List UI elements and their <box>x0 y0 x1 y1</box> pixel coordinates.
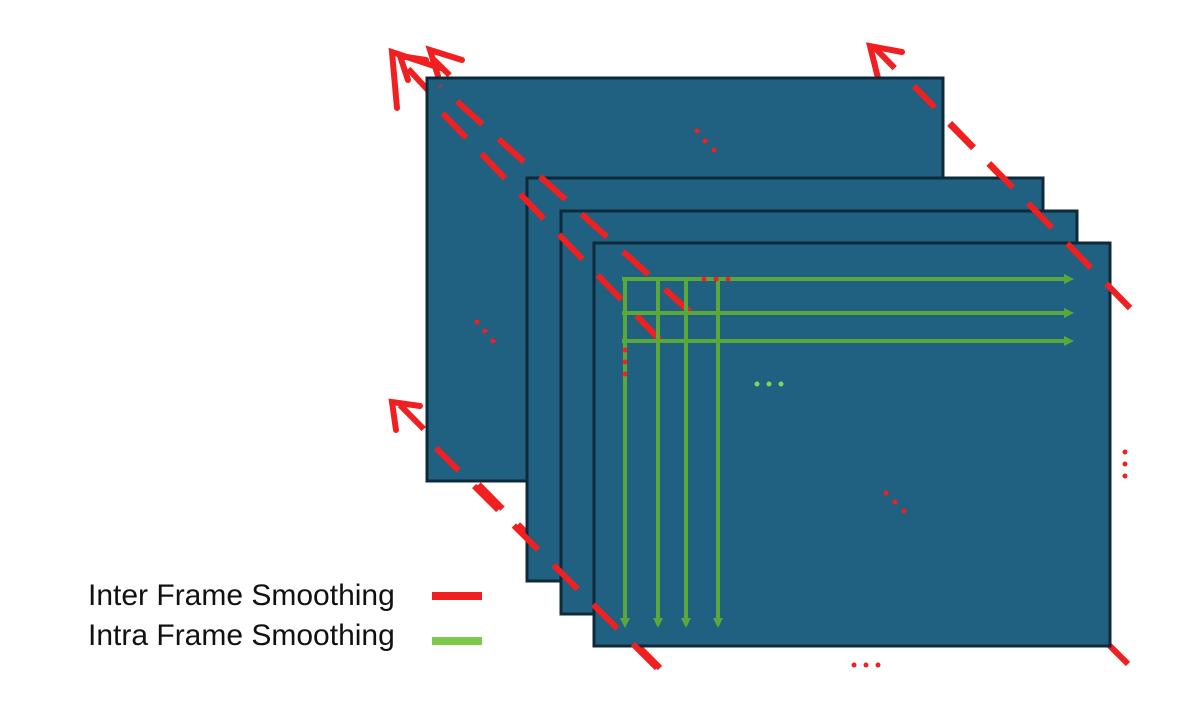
inter-line-front-2 <box>437 83 693 315</box>
legend-intra-swatch <box>432 637 482 645</box>
green-dots-center <box>754 381 784 387</box>
legend-inter-label: Inter Frame Smoothing <box>88 579 395 612</box>
red-dots-front-diag <box>883 490 907 514</box>
legend-intra-label: Intra Frame Smoothing <box>88 619 395 652</box>
inter-arrowhead-1 <box>388 398 423 433</box>
inter-frame-lines-front <box>427 83 1133 671</box>
red-dots-right <box>1122 449 1128 479</box>
inter-arrowheads <box>388 42 905 433</box>
red-dots-back-frame <box>694 128 717 153</box>
frame-stack <box>425 76 1112 648</box>
inter-arrowhead-3 <box>395 52 429 83</box>
red-dots-bottom <box>851 662 881 668</box>
red-dots-top-row <box>701 276 731 282</box>
legend-inter-swatch <box>432 592 482 600</box>
ellipsis-markers <box>474 128 1128 668</box>
inter-arrowhead-5 <box>865 42 905 81</box>
inter-arrowhead-4 <box>425 45 465 79</box>
red-dots-back-left <box>474 319 496 344</box>
frame-front <box>592 241 1112 648</box>
red-dots-left-col <box>622 347 628 377</box>
intra-frame-arrows <box>620 274 1074 628</box>
